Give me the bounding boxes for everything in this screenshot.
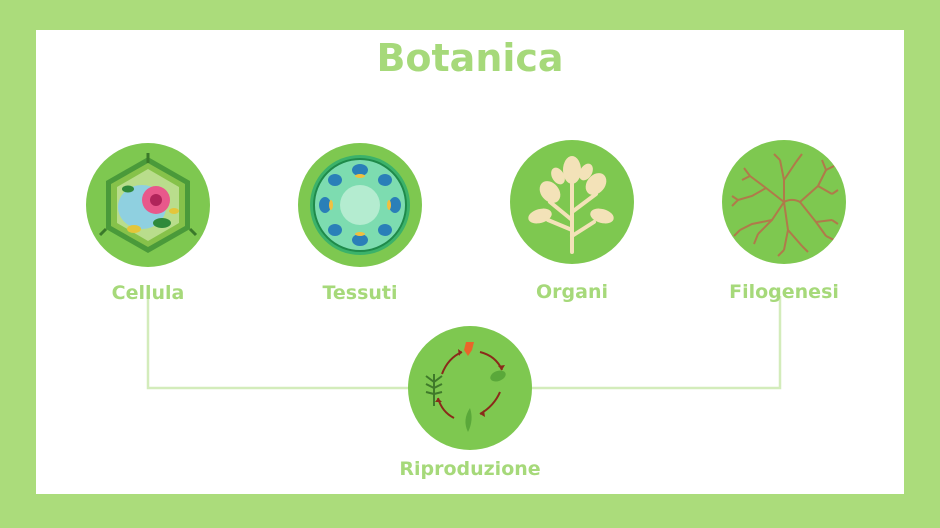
label-organi: Organi (536, 281, 608, 303)
tissue-cross-section-icon (310, 155, 410, 255)
label-cellula: Cellula (111, 282, 185, 304)
label-filogenesi: Filogenesi (729, 281, 839, 303)
life-cycle-icon (425, 342, 506, 432)
node-tessuti[interactable] (298, 143, 422, 267)
phylogenetic-tree-icon (731, 153, 839, 257)
label-tessuti: Tessuti (322, 282, 398, 304)
page-title: Botanica (376, 36, 564, 80)
node-organi[interactable] (510, 140, 634, 264)
node-filogenesi[interactable] (722, 140, 846, 264)
label-riproduzione: Riproduzione (399, 458, 541, 480)
node-riproduzione[interactable] (408, 326, 532, 450)
plant-cell-icon (98, 153, 198, 253)
node-cellula[interactable] (86, 143, 210, 267)
tree-icon (528, 156, 614, 254)
